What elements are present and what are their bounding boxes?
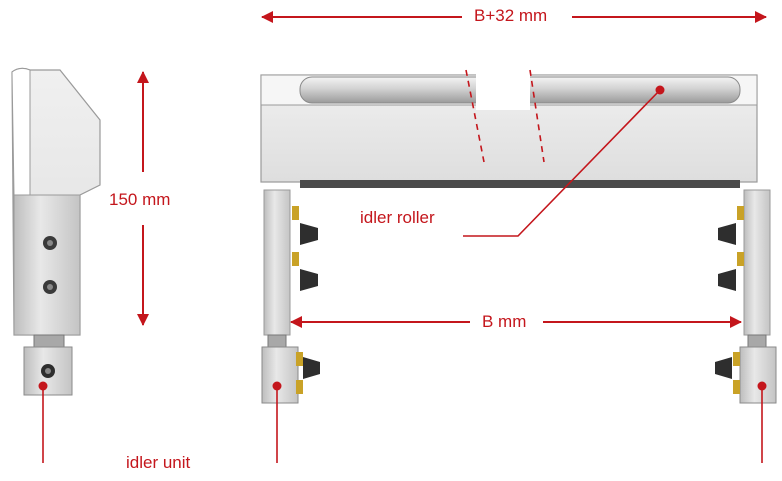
idler-block xyxy=(23,346,73,396)
idler-roller-label: idler roller xyxy=(360,208,435,228)
knob-icon xyxy=(715,206,744,394)
width-total-label: B+32 mm xyxy=(470,6,552,26)
front-view-idler xyxy=(260,66,777,404)
annotations xyxy=(38,11,767,463)
right-idler-block xyxy=(739,346,777,404)
break-line-right xyxy=(529,69,545,163)
idler-roller-leader xyxy=(463,89,661,237)
leader-dot xyxy=(757,381,767,391)
left-post xyxy=(263,189,291,336)
left-idler-block xyxy=(261,346,299,404)
break-line-left xyxy=(465,69,485,163)
knob-icon xyxy=(292,206,320,394)
height-label: 150 mm xyxy=(107,190,173,210)
side-view-idler xyxy=(11,67,101,396)
belt-strip xyxy=(300,180,740,188)
leader-dot xyxy=(655,85,665,95)
width-inner-label: B mm xyxy=(478,312,531,332)
idler-unit-label: idler unit xyxy=(126,453,191,473)
leader-dot xyxy=(38,381,48,391)
right-post xyxy=(743,189,771,336)
leader-dot xyxy=(272,381,282,391)
